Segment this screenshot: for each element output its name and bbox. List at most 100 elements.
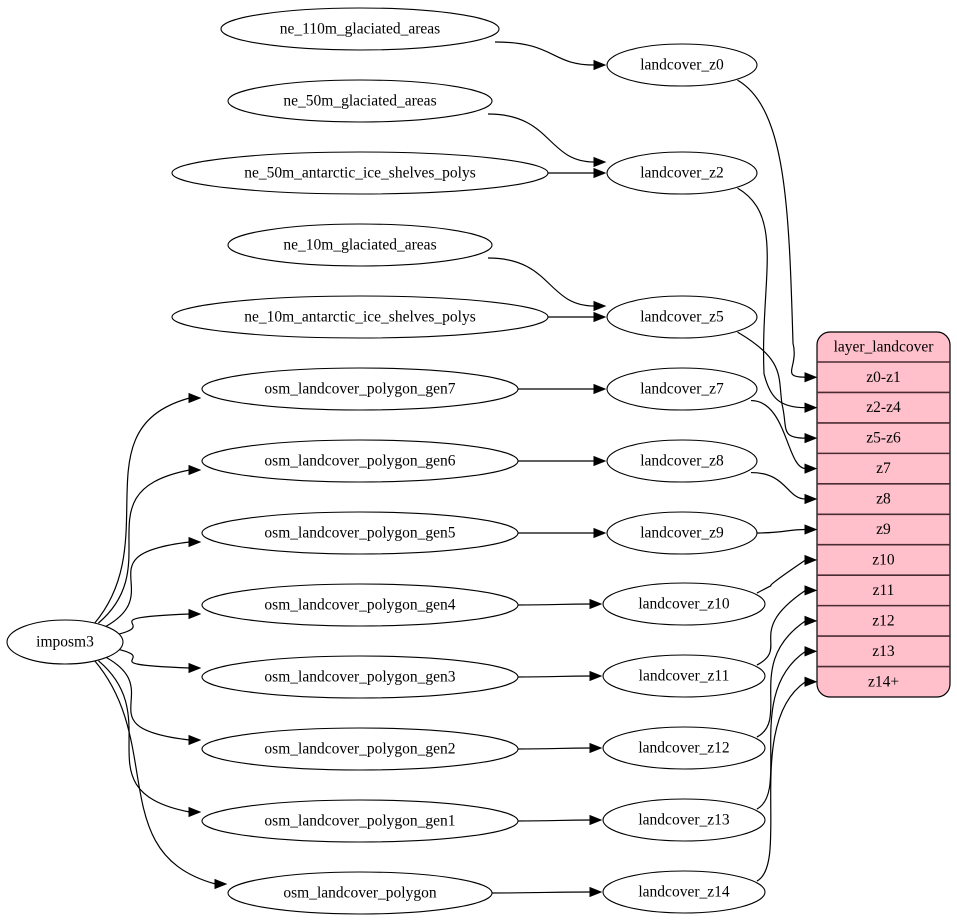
edge-arrowhead: [593, 455, 607, 467]
node-landcover_z5-shape[interactable]: [606, 295, 758, 339]
node-ne_10m_glaciated_areas[interactable]: ne_10m_glaciated_areas: [227, 223, 493, 267]
record-row-z0-z1[interactable]: z0-z1: [817, 362, 950, 392]
record-row-z14+[interactable]: z14+: [817, 667, 950, 697]
record-row-hit[interactable]: [817, 453, 950, 483]
node-landcover_z12-shape[interactable]: [602, 726, 766, 770]
node-landcover_z14[interactable]: landcover_z14: [602, 870, 766, 914]
edge-arrowhead: [804, 493, 818, 505]
node-ne_50m_antarctic_ice_shelves_polys-shape[interactable]: [171, 151, 549, 195]
node-landcover_z2[interactable]: landcover_z2: [606, 151, 758, 195]
edge-arrowhead: [593, 383, 607, 395]
edge-line: [515, 675, 591, 678]
node-landcover_z11[interactable]: landcover_z11: [602, 654, 766, 698]
edge-line: [737, 79, 806, 378]
edge-arrowhead: [593, 311, 607, 323]
edge-arrowhead: [804, 524, 818, 535]
node-ne_50m_glaciated_areas[interactable]: ne_50m_glaciated_areas: [227, 79, 493, 123]
node-ne_50m_antarctic_ice_shelves_polys[interactable]: ne_50m_antarctic_ice_shelves_polys: [171, 151, 549, 195]
record-row-z7[interactable]: z7: [817, 453, 950, 483]
record-table[interactable]: layer_landcoverz0-z1z2-z4z5-z6z7z8z9z10z…: [816, 331, 951, 698]
record-row-hit[interactable]: [817, 545, 950, 575]
node-osm_landcover_polygon_gen3[interactable]: osm_landcover_polygon_gen3: [201, 655, 519, 699]
record-row-hit[interactable]: [817, 667, 950, 697]
edge-arrowhead: [593, 300, 607, 312]
edge-arrowhead: [188, 806, 202, 818]
node-ne_10m_glaciated_areas-shape[interactable]: [227, 223, 493, 267]
edge-line: [756, 559, 806, 594]
node-ne_10m_antarctic_ice_shelves_polys[interactable]: ne_10m_antarctic_ice_shelves_polys: [171, 295, 549, 339]
edge-arrowhead: [589, 814, 603, 826]
node-landcover_z13-shape[interactable]: [602, 798, 766, 842]
record-row-z12[interactable]: z12: [817, 606, 950, 636]
node-landcover_z14-shape[interactable]: [602, 870, 766, 914]
edge-line: [754, 528, 806, 534]
node-imposm3[interactable]: imposm3: [6, 619, 124, 665]
node-landcover_z9[interactable]: landcover_z9: [606, 511, 758, 555]
node-osm_landcover_polygon_gen1-shape[interactable]: [201, 799, 519, 843]
record-table-layer: layer_landcoverz0-z1z2-z4z5-z6z7z8z9z10z…: [816, 331, 951, 698]
node-ne_110m_glaciated_areas[interactable]: ne_110m_glaciated_areas: [220, 7, 500, 51]
record-row-hit[interactable]: [817, 606, 950, 636]
record-row-z5-z6[interactable]: z5-z6: [817, 423, 950, 453]
edge-arrowhead: [593, 59, 607, 71]
edge-arrowhead: [589, 742, 603, 754]
node-osm_landcover_polygon_gen2-shape[interactable]: [201, 727, 519, 771]
record-row-hit[interactable]: [817, 423, 950, 453]
node-osm_landcover_polygon_gen6[interactable]: osm_landcover_polygon_gen6: [201, 439, 519, 483]
node-osm_landcover_polygon_gen7-shape[interactable]: [201, 367, 519, 411]
record-row-z2-z4[interactable]: z2-z4: [817, 392, 950, 422]
edge-arrowhead: [188, 392, 202, 404]
node-osm_landcover_polygon_gen4-shape[interactable]: [201, 583, 519, 627]
node-landcover_z8[interactable]: landcover_z8: [606, 439, 758, 483]
node-landcover_z7[interactable]: landcover_z7: [606, 367, 758, 411]
edge-line: [94, 660, 216, 885]
node-imposm3-shape[interactable]: [6, 619, 124, 665]
node-osm_landcover_polygon_gen2[interactable]: osm_landcover_polygon_gen2: [201, 727, 519, 771]
node-osm_landcover_polygon_gen6-shape[interactable]: [201, 439, 519, 483]
edge-arrowhead: [593, 167, 607, 179]
record-row-z9[interactable]: z9: [817, 514, 950, 544]
record-row-hit[interactable]: [817, 636, 950, 666]
edge-arrowhead: [214, 878, 228, 890]
edge-line: [104, 646, 190, 669]
record-row-z8[interactable]: z8: [817, 484, 950, 514]
node-landcover_z7-shape[interactable]: [606, 367, 758, 411]
node-landcover_z10-shape[interactable]: [602, 582, 766, 626]
record-row-hit[interactable]: [817, 514, 950, 544]
record-row-hit[interactable]: [817, 484, 950, 514]
node-landcover_z10[interactable]: landcover_z10: [602, 582, 766, 626]
record-row-hit[interactable]: [817, 362, 950, 392]
edge-line: [750, 399, 806, 470]
node-landcover_z2-shape[interactable]: [606, 151, 758, 195]
node-osm_landcover_polygon_gen5[interactable]: osm_landcover_polygon_gen5: [201, 511, 519, 555]
node-osm_landcover_polygon_gen7[interactable]: osm_landcover_polygon_gen7: [201, 367, 519, 411]
record-row-z10[interactable]: z10: [817, 545, 950, 575]
node-landcover_z5[interactable]: landcover_z5: [606, 295, 758, 339]
edge-line: [101, 654, 190, 741]
edge-arrowhead: [593, 156, 607, 168]
node-osm_landcover_polygon_gen1[interactable]: osm_landcover_polygon_gen1: [201, 799, 519, 843]
edge-line: [515, 603, 591, 606]
edge-arrowhead: [804, 402, 818, 413]
node-osm_landcover_polygon_gen4[interactable]: osm_landcover_polygon_gen4: [201, 583, 519, 627]
record-row-hit[interactable]: [817, 392, 950, 422]
node-landcover_z0[interactable]: landcover_z0: [606, 43, 758, 87]
node-osm_landcover_polygon[interactable]: osm_landcover_polygon: [227, 871, 493, 915]
node-osm_landcover_polygon-shape[interactable]: [227, 871, 493, 915]
node-landcover_z12[interactable]: landcover_z12: [602, 726, 766, 770]
node-landcover_z13[interactable]: landcover_z13: [602, 798, 766, 842]
node-ne_110m_glaciated_areas-shape[interactable]: [220, 7, 500, 51]
edge-line: [94, 397, 190, 624]
node-landcover_z0-shape[interactable]: [606, 43, 758, 87]
record-row-hit[interactable]: [817, 575, 950, 605]
node-landcover_z9-shape[interactable]: [606, 511, 758, 555]
node-osm_landcover_polygon_gen3-shape[interactable]: [201, 655, 519, 699]
node-ne_50m_glaciated_areas-shape[interactable]: [227, 79, 493, 123]
node-osm_landcover_polygon_gen5-shape[interactable]: [201, 511, 519, 555]
node-ne_10m_antarctic_ice_shelves_polys-shape[interactable]: [171, 295, 549, 339]
node-landcover_z11-shape[interactable]: [602, 654, 766, 698]
node-landcover_z8-shape[interactable]: [606, 439, 758, 483]
record-row-z13[interactable]: z13: [817, 636, 950, 666]
record-row-z11[interactable]: z11: [817, 575, 950, 605]
